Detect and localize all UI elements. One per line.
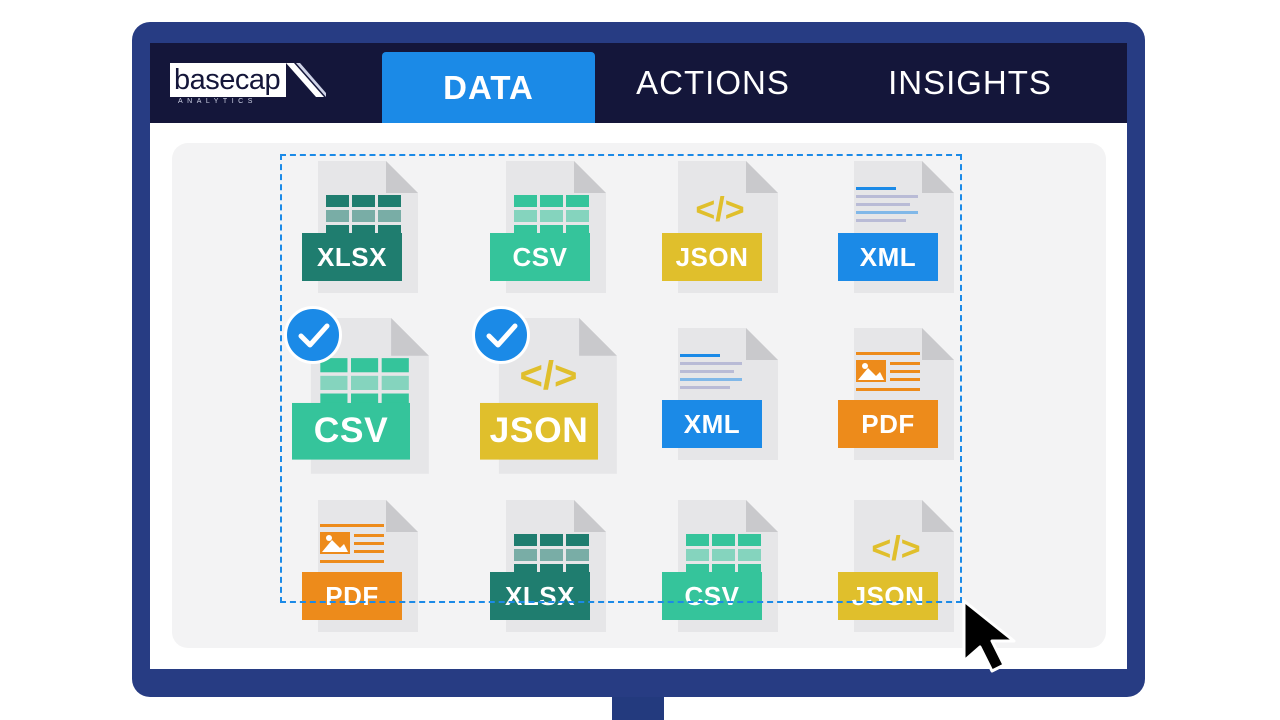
svg-text:</>: </> <box>519 353 577 398</box>
file-item-xlsx[interactable]: XLSX <box>490 500 610 635</box>
file-item-xml[interactable]: XML <box>838 161 958 296</box>
code-brackets-icon: </> <box>519 353 577 398</box>
file-item-xlsx[interactable]: XLSX <box>302 161 422 296</box>
text-lines-icon <box>856 187 918 222</box>
file-item-csv[interactable]: CSV <box>292 318 434 477</box>
spreadsheet-grid-icon <box>326 195 401 237</box>
code-brackets-icon: </> <box>871 530 920 568</box>
file-type-label: XML <box>838 233 938 281</box>
tab-actions[interactable]: ACTIONS <box>636 64 790 101</box>
file-type-label: PDF <box>838 400 938 448</box>
app-screen: basecap ANALYTICS DATA ACTIONS INSIGHTS … <box>150 43 1127 669</box>
tab-data[interactable]: DATA <box>382 52 595 123</box>
text-lines-icon <box>680 354 742 389</box>
file-item-pdf[interactable]: PDF <box>302 500 422 635</box>
top-nav: basecap ANALYTICS DATA ACTIONS INSIGHTS <box>150 43 1127 123</box>
file-type-label: PDF <box>302 572 402 620</box>
brand-logo: basecap ANALYTICS <box>170 63 330 109</box>
file-type-label: XLSX <box>490 572 590 620</box>
image-document-icon <box>320 524 384 563</box>
file-item-csv[interactable]: CSV <box>662 500 782 635</box>
code-brackets-icon: </> <box>695 191 744 229</box>
file-type-label: JSON <box>480 402 598 460</box>
file-item-json[interactable]: </> JSON <box>838 500 958 635</box>
file-type-label: JSON <box>662 233 762 281</box>
file-item-xml[interactable]: XML <box>662 328 782 463</box>
file-item-pdf[interactable]: PDF <box>838 328 958 463</box>
file-type-label: XLSX <box>302 233 402 281</box>
file-type-label: CSV <box>292 402 410 460</box>
svg-text:</>: </> <box>871 530 920 568</box>
mouse-cursor-icon <box>962 599 1016 673</box>
selected-check-icon[interactable] <box>284 306 342 364</box>
image-document-icon <box>856 352 920 391</box>
selected-check-icon[interactable] <box>472 306 530 364</box>
file-item-json[interactable]: </> JSON <box>662 161 782 296</box>
selection-marquee <box>280 154 962 603</box>
file-type-label: XML <box>662 400 762 448</box>
file-type-label: JSON <box>838 572 938 620</box>
file-item-json[interactable]: </> JSON <box>480 318 622 477</box>
brand-name: basecap <box>170 63 287 97</box>
svg-text:</>: </> <box>695 191 744 229</box>
file-item-csv[interactable]: CSV <box>490 161 610 296</box>
logo-slash-icon <box>286 63 326 97</box>
file-type-label: CSV <box>662 572 762 620</box>
brand-tagline: ANALYTICS <box>178 98 257 105</box>
file-type-label: CSV <box>490 233 590 281</box>
tab-insights[interactable]: INSIGHTS <box>888 64 1052 101</box>
